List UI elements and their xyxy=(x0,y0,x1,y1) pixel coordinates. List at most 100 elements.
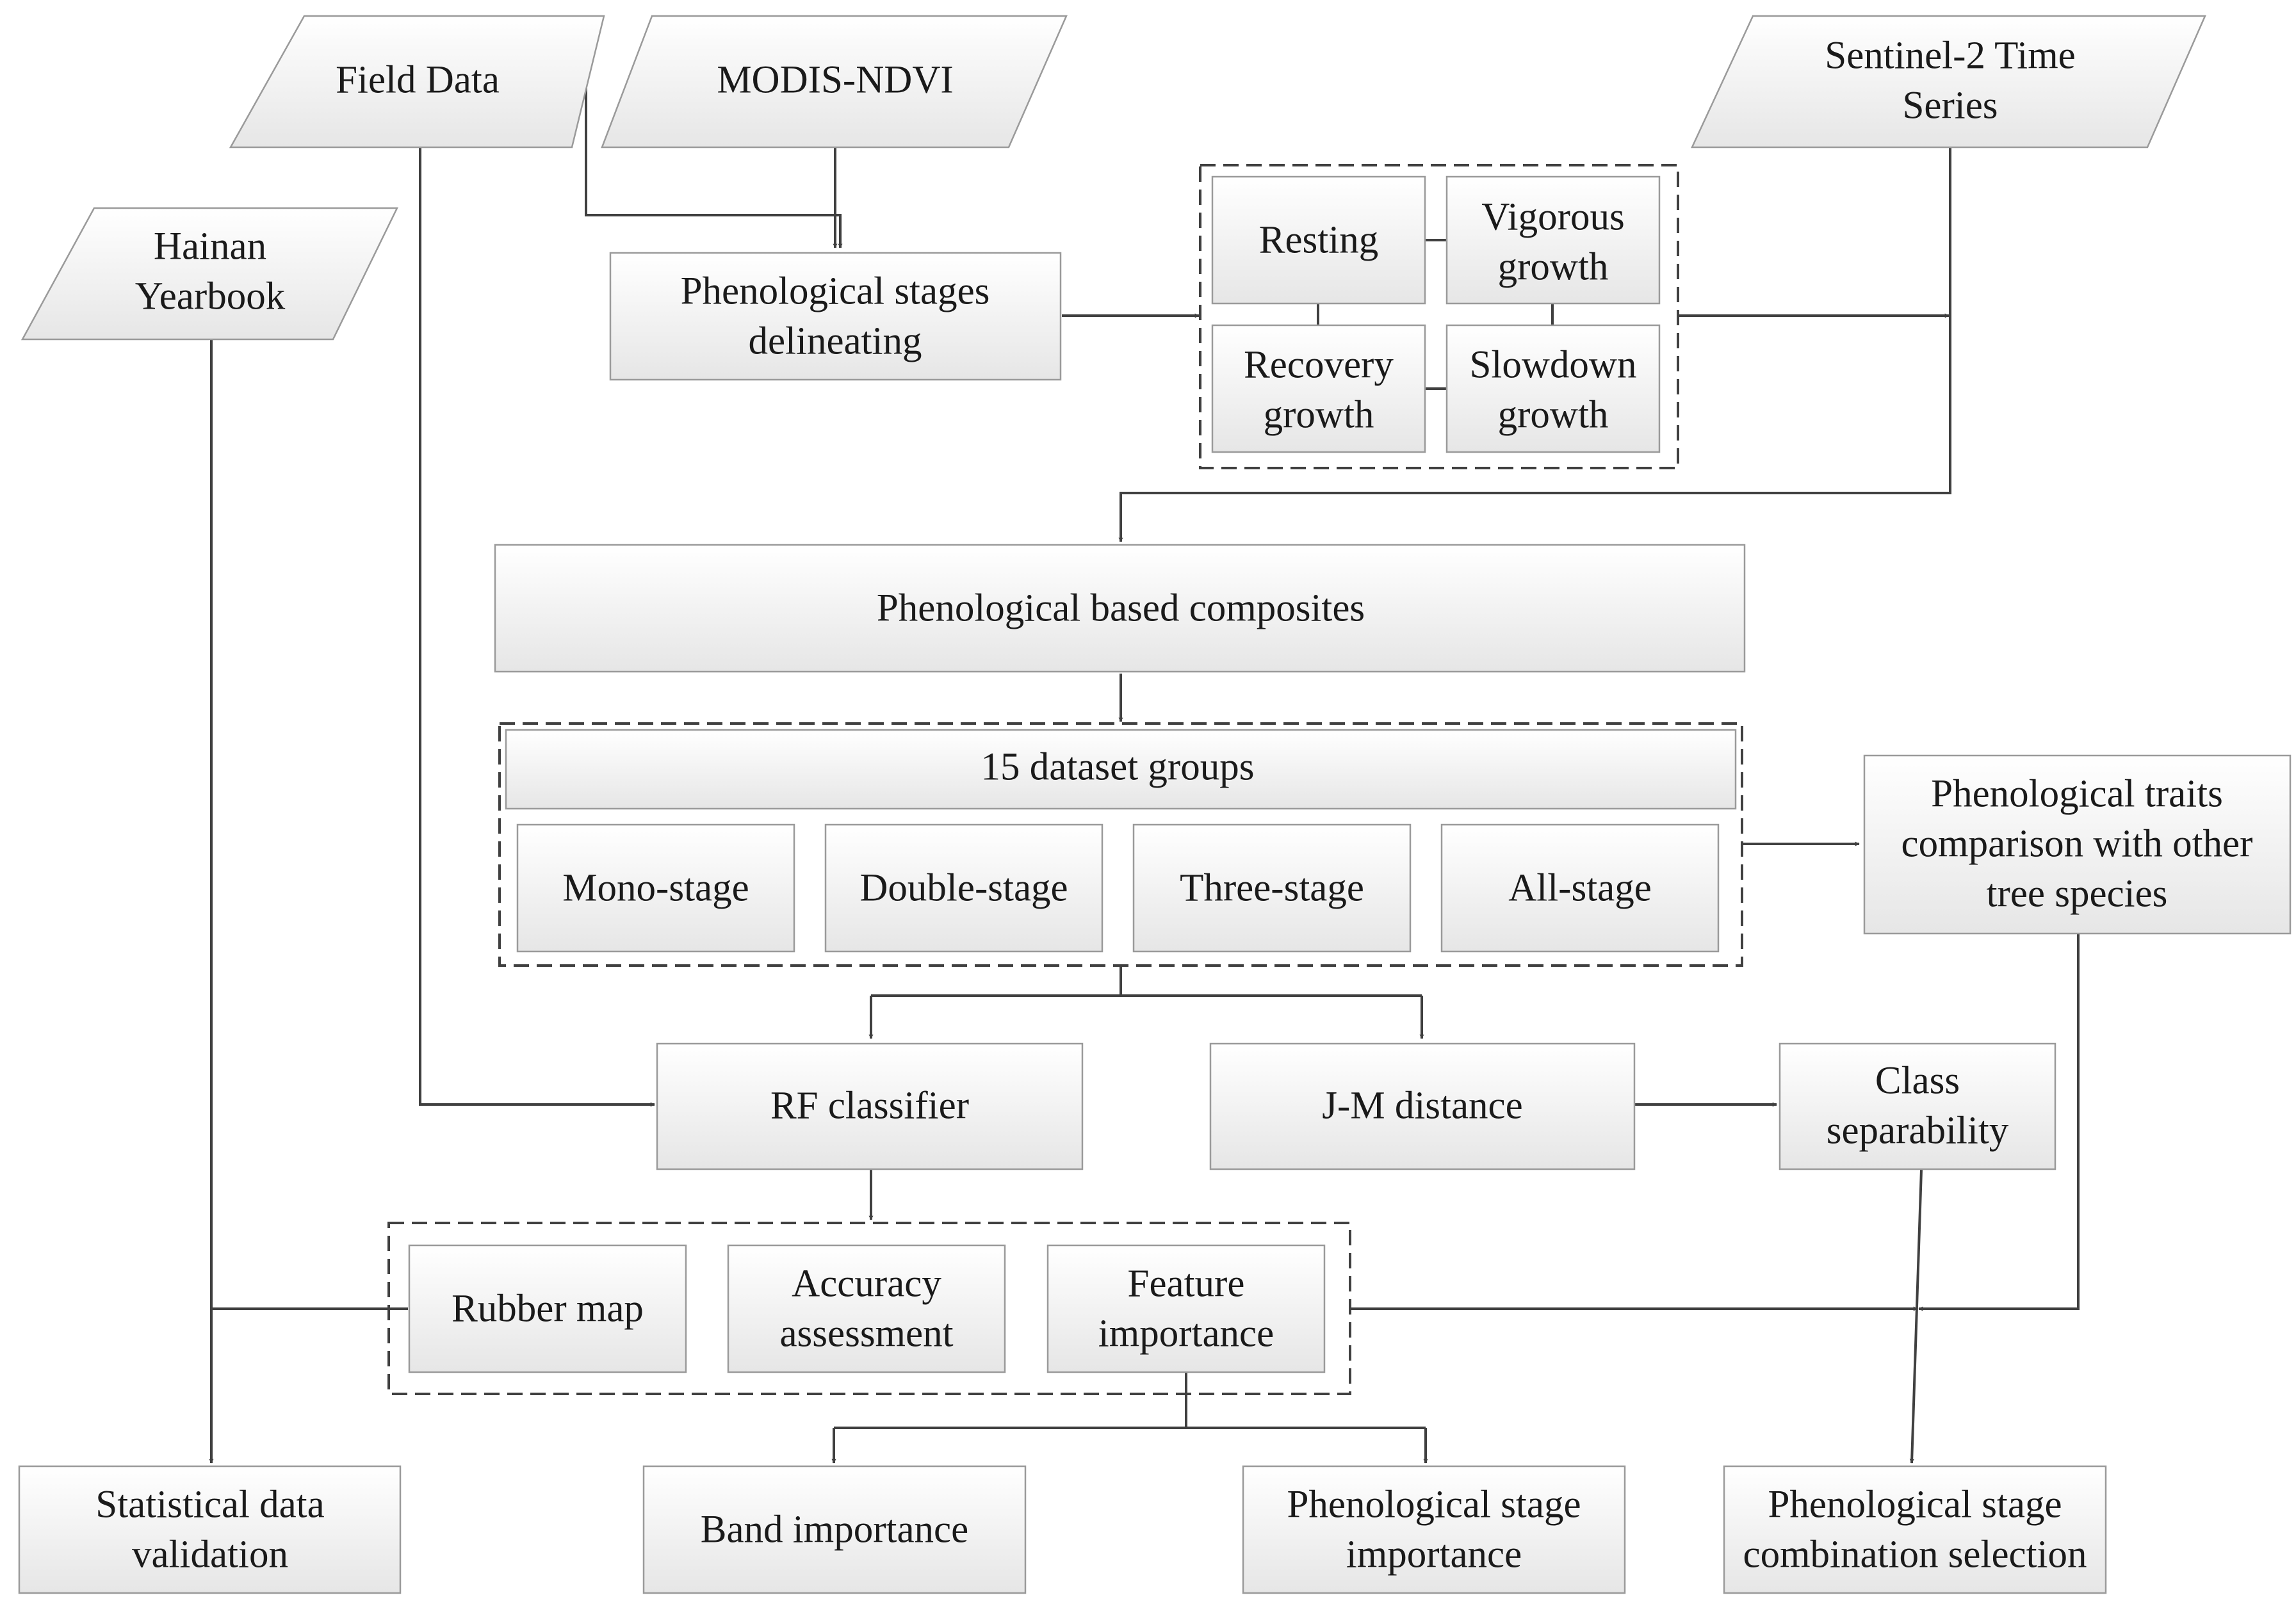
hainan-label-line2: Yearbook xyxy=(135,275,286,318)
all-stage-box xyxy=(1440,823,1720,953)
stage-recovery-growth: Recovery growth xyxy=(1211,324,1426,453)
slowdown-box xyxy=(1445,324,1661,453)
combination-box xyxy=(1723,1465,2107,1594)
traits-box xyxy=(1863,754,2292,935)
sentinel2-label-line1: Sentinel-2 Time xyxy=(1825,35,2075,77)
class-separability: Class separability xyxy=(1779,1042,2056,1170)
phenological-composites: Phenological based composites xyxy=(494,544,1746,673)
accuracy-label-line1: Accuracy xyxy=(792,1263,941,1306)
recovery-label-line2: growth xyxy=(1264,394,1374,437)
slowdown-label-line1: Slowdown xyxy=(1470,344,1637,387)
sentinel2-label-line2: Series xyxy=(1902,85,1998,127)
statistical-label-line2: validation xyxy=(132,1533,288,1576)
mono-stage-box xyxy=(516,823,795,953)
class-separability-label-line2: separability xyxy=(1827,1110,2009,1153)
feature-label-line2: importance xyxy=(1098,1313,1274,1355)
field-data-shape xyxy=(229,15,605,149)
mono-stage-label: Mono-stage xyxy=(562,867,749,910)
rubber-map-label: Rubber map xyxy=(452,1288,644,1331)
result-stage-importance: Phenological stage importance xyxy=(1242,1465,1626,1594)
stage-importance-label-line2: importance xyxy=(1346,1533,1522,1576)
phenological-traits-comparison: Phenological traits comparison with othe… xyxy=(1863,754,2292,935)
band-importance-label: Band importance xyxy=(701,1509,968,1551)
input-field-data: Field Data xyxy=(229,15,605,149)
class-separability-label-line1: Class xyxy=(1875,1060,1960,1103)
traits-label-line1: Phenological traits xyxy=(1931,773,2223,816)
delineating-label-line2: delineating xyxy=(748,320,922,363)
resting-box xyxy=(1211,175,1426,305)
three-stage-box xyxy=(1132,823,1412,953)
result-band-importance: Band importance xyxy=(642,1465,1027,1594)
jm-distance: J-M distance xyxy=(1209,1042,1636,1170)
arrow-separability-to-combination xyxy=(1909,1169,1923,1464)
double-stage-box xyxy=(824,823,1103,953)
slowdown-label-line2: growth xyxy=(1498,394,1609,437)
stage-importance-label-line1: Phenological stage xyxy=(1287,1484,1581,1526)
outputs-group xyxy=(387,1222,1351,1395)
delineating-label-line1: Phenological stages xyxy=(681,270,990,313)
input-sentinel2: Sentinel-2 Time Series xyxy=(1691,15,2206,149)
dataset-groups-header: 15 dataset groups xyxy=(505,729,1737,810)
phenology-stages-group xyxy=(1199,164,1679,469)
field-data-label: Field Data xyxy=(336,59,500,102)
dataset-three-stage: Three-stage xyxy=(1132,823,1412,953)
delineating-box xyxy=(609,252,1062,381)
feature-label-line1: Feature xyxy=(1128,1263,1245,1306)
arrow-field-to-rf xyxy=(419,147,655,1107)
combination-label-line2: combination selection xyxy=(1743,1533,2087,1576)
stage-slowdown-growth: Slowdown growth xyxy=(1445,324,1661,453)
accuracy-box xyxy=(727,1244,1006,1373)
vigorous-label-line1: Vigorous xyxy=(1481,196,1624,239)
statistical-label-line1: Statistical data xyxy=(95,1484,324,1526)
input-modis-ndvi: MODIS-NDVI xyxy=(601,15,1068,149)
traits-label-line2: comparison with other xyxy=(1901,823,2253,866)
stage-resting: Resting xyxy=(1211,175,1426,305)
jm-distance-box xyxy=(1209,1042,1636,1170)
connectors xyxy=(209,79,2080,1464)
feature-importance-box xyxy=(1046,1244,1326,1373)
dataset-mono-stage: Mono-stage xyxy=(516,823,795,953)
composites-box xyxy=(494,544,1746,673)
traits-label-line3: tree species xyxy=(1987,873,2168,916)
output-feature-importance: Feature importance xyxy=(1046,1244,1326,1373)
band-importance-box xyxy=(642,1465,1027,1594)
arrow-traits-to-merge xyxy=(1918,934,2080,1311)
composites-label: Phenological based composites xyxy=(877,587,1365,630)
accuracy-label-line2: assessment xyxy=(779,1313,953,1355)
arrow-sentinel-to-composites xyxy=(1118,147,1951,542)
stage-vigorous-growth: Vigorous growth xyxy=(1445,175,1661,305)
output-rubber-map: Rubber map xyxy=(408,1244,687,1373)
rubber-map-box xyxy=(408,1244,687,1373)
phenological-stages-delineating: Phenological stages delineating xyxy=(609,252,1062,381)
sentinel2-shape xyxy=(1691,15,2206,149)
jm-distance-label: J-M distance xyxy=(1322,1085,1522,1128)
dataset-all-stage: All-stage xyxy=(1440,823,1720,953)
hainan-label-line1: Hainan xyxy=(154,225,266,268)
recovery-label-line1: Recovery xyxy=(1244,344,1394,387)
dataset-groups-title: 15 dataset groups xyxy=(981,746,1255,789)
hainan-yearbook-shape xyxy=(20,207,399,341)
double-stage-label: Double-stage xyxy=(859,867,1068,910)
output-accuracy-assessment: Accuracy assessment xyxy=(727,1244,1006,1373)
all-stage-label: All-stage xyxy=(1508,867,1652,910)
statistical-box xyxy=(18,1465,402,1594)
recovery-box xyxy=(1211,324,1426,453)
class-separability-box xyxy=(1779,1042,2056,1170)
stage-importance-box xyxy=(1242,1465,1626,1594)
line-feature-split xyxy=(834,1371,1426,1429)
vigorous-label-line2: growth xyxy=(1498,246,1609,289)
combination-label-line1: Phenological stage xyxy=(1768,1484,2062,1526)
dataset-groups-group xyxy=(498,722,1743,967)
three-stage-label: Three-stage xyxy=(1180,867,1364,910)
modis-ndvi-label: MODIS-NDVI xyxy=(717,59,953,102)
modis-ndvi-shape xyxy=(601,15,1068,149)
result-statistical-validation: Statistical data validation xyxy=(18,1465,402,1594)
rf-classifier-label: RF classifier xyxy=(770,1085,969,1128)
input-hainan-yearbook: Hainan Yearbook xyxy=(20,207,399,341)
rf-classifier-box xyxy=(656,1042,1084,1170)
vigorous-box xyxy=(1445,175,1661,305)
result-combination-selection: Phenological stage combination selection xyxy=(1723,1465,2107,1594)
dataset-groups-header-box xyxy=(505,729,1737,810)
dataset-double-stage: Double-stage xyxy=(824,823,1103,953)
